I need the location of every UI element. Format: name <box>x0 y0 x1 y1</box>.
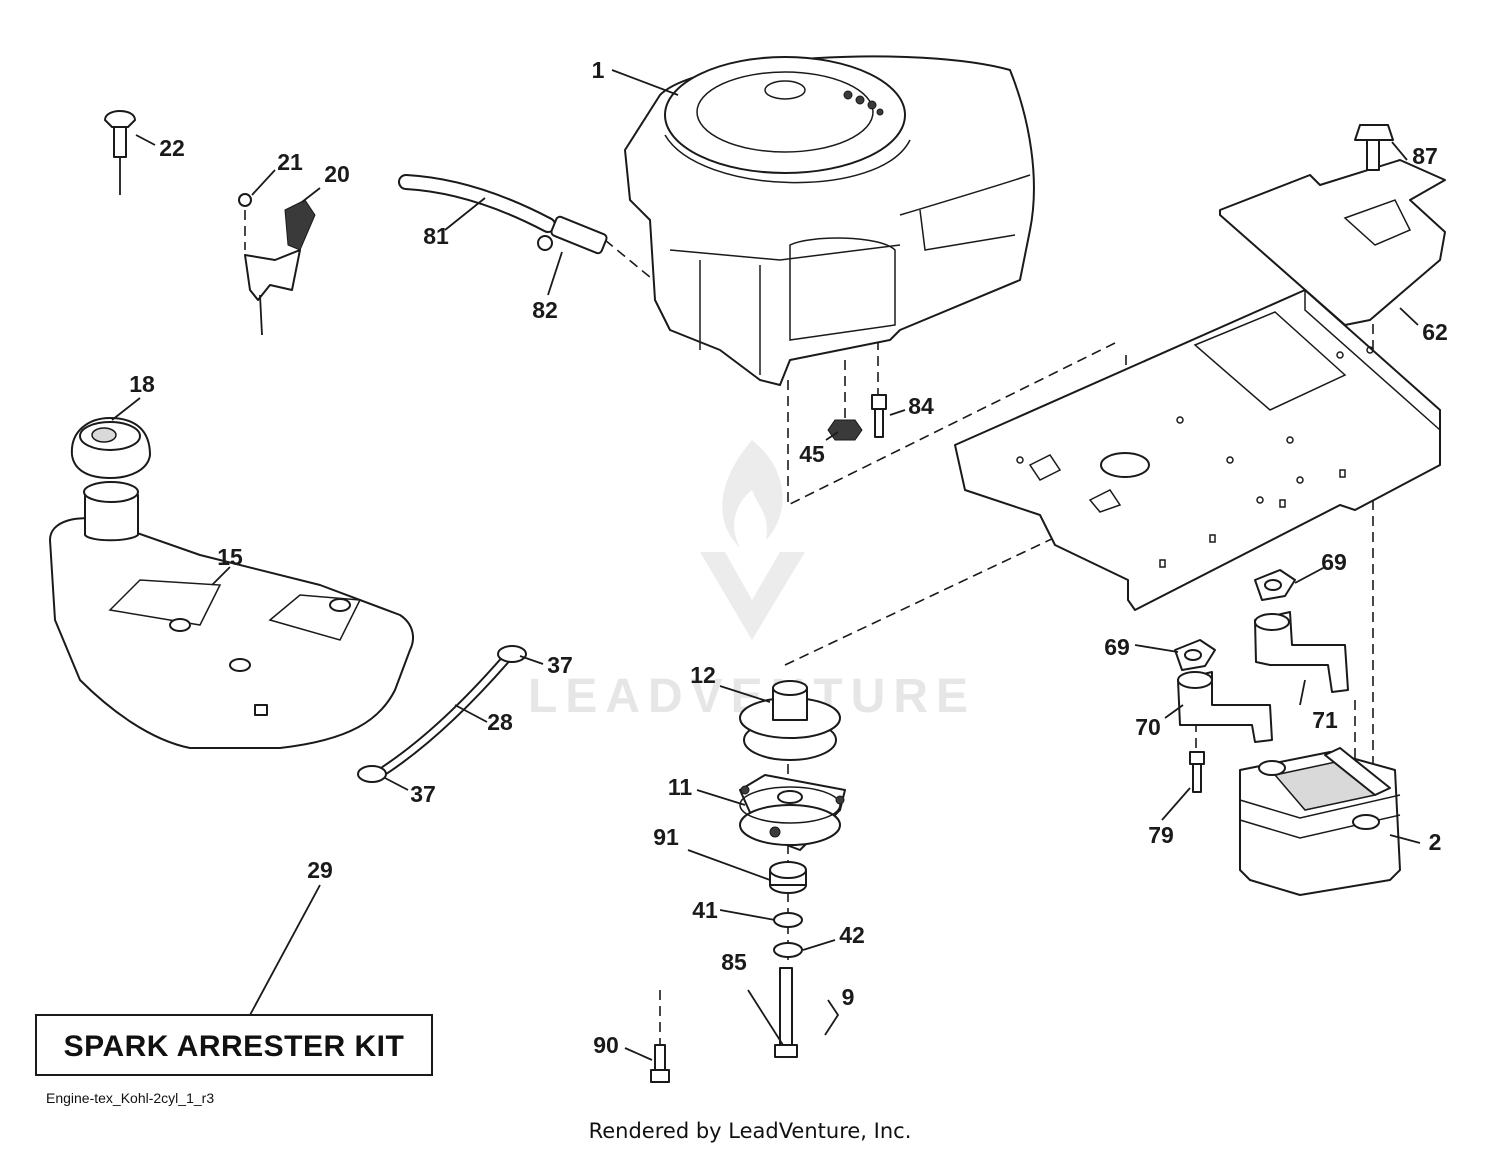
fuel-tank <box>49 481 414 749</box>
throttle-bracket <box>238 193 316 336</box>
idler-pulley <box>739 680 841 761</box>
callout-numbers: 1 2 9 11 12 15 18 20 21 22 28 29 37 37 4… <box>129 57 1448 1058</box>
callout-81[interactable]: 81 <box>423 223 449 249</box>
electric-clutch <box>739 774 846 851</box>
callout-15[interactable]: 15 <box>217 544 243 570</box>
callout-2[interactable]: 2 <box>1429 829 1442 855</box>
exhaust-pipe-left <box>1177 671 1273 743</box>
exhaust-bolt <box>1189 751 1205 793</box>
fuel-line-inner <box>400 176 554 231</box>
callout-37-upper[interactable]: 37 <box>547 652 573 678</box>
rendered-by-footer: Rendered by LeadVenture, Inc. <box>589 1119 912 1143</box>
pulley-to-frame-dashes <box>784 535 1059 666</box>
watermark: LEADVENTURE <box>528 440 968 723</box>
spark-arrester-kit-box[interactable] <box>35 1014 433 1076</box>
callout-79[interactable]: 79 <box>1148 822 1174 848</box>
spacer-91 <box>769 861 807 894</box>
callout-62[interactable]: 62 <box>1422 319 1448 345</box>
callout-11[interactable]: 11 <box>668 774 693 800</box>
callout-37-lower[interactable]: 37 <box>410 781 436 807</box>
callout-90[interactable]: 90 <box>593 1032 619 1058</box>
muffler <box>1239 747 1401 896</box>
callout-12[interactable]: 12 <box>690 662 716 688</box>
callout-69-left[interactable]: 69 <box>1104 634 1130 660</box>
fuel-hose-with-clamps <box>357 645 527 783</box>
callout-28[interactable]: 28 <box>487 709 513 735</box>
engine <box>624 55 1035 386</box>
callout-22[interactable]: 22 <box>159 135 185 161</box>
leader-lines <box>111 69 1421 1061</box>
bolt-84 <box>871 394 887 438</box>
heat-shield <box>1219 159 1446 326</box>
callout-9[interactable]: 9 <box>842 984 855 1010</box>
spark-arrester-kit-label: SPARK ARRESTER KIT <box>64 1030 405 1063</box>
callout-21[interactable]: 21 <box>277 149 303 175</box>
callout-42[interactable]: 42 <box>839 922 865 948</box>
drawing-id: Engine-tex_Kohl-2cyl_1_r3 <box>46 1090 214 1106</box>
callout-82[interactable]: 82 <box>532 297 558 323</box>
exhaust-gasket-left <box>1174 639 1216 671</box>
washer-42 <box>773 942 803 958</box>
fuel-filter <box>537 215 608 255</box>
washer-41 <box>773 912 803 928</box>
callout-29[interactable]: 29 <box>307 857 333 883</box>
exhaust-gasket-right <box>1254 569 1296 601</box>
callout-20[interactable]: 20 <box>324 161 350 187</box>
callout-71[interactable]: 71 <box>1312 707 1338 733</box>
callout-1[interactable]: 1 <box>592 57 605 83</box>
callout-85[interactable]: 85 <box>721 949 747 975</box>
knob-bolt <box>104 110 136 195</box>
callout-70[interactable]: 70 <box>1135 714 1161 740</box>
exhaust-pipe-right <box>1254 611 1349 693</box>
heat-shield-bolt <box>1354 124 1394 171</box>
callout-91[interactable]: 91 <box>653 824 679 850</box>
watermark-flame-icon <box>722 440 783 548</box>
callout-41[interactable]: 41 <box>692 897 718 923</box>
callout-87[interactable]: 87 <box>1412 143 1438 169</box>
clutch-bolt <box>774 967 798 1058</box>
fuel-cap <box>70 417 151 479</box>
callout-18[interactable]: 18 <box>129 371 155 397</box>
callout-45[interactable]: 45 <box>799 441 825 467</box>
callout-69-right[interactable]: 69 <box>1321 549 1347 575</box>
engine-to-frame-dashes <box>787 342 1116 507</box>
callout-84[interactable]: 84 <box>908 393 934 419</box>
hex-nut <box>827 419 863 441</box>
engine-frame <box>954 289 1441 611</box>
bracket-bolt <box>650 1044 670 1083</box>
clutch-bracket <box>638 976 868 1082</box>
watermark-v-icon <box>700 552 805 640</box>
